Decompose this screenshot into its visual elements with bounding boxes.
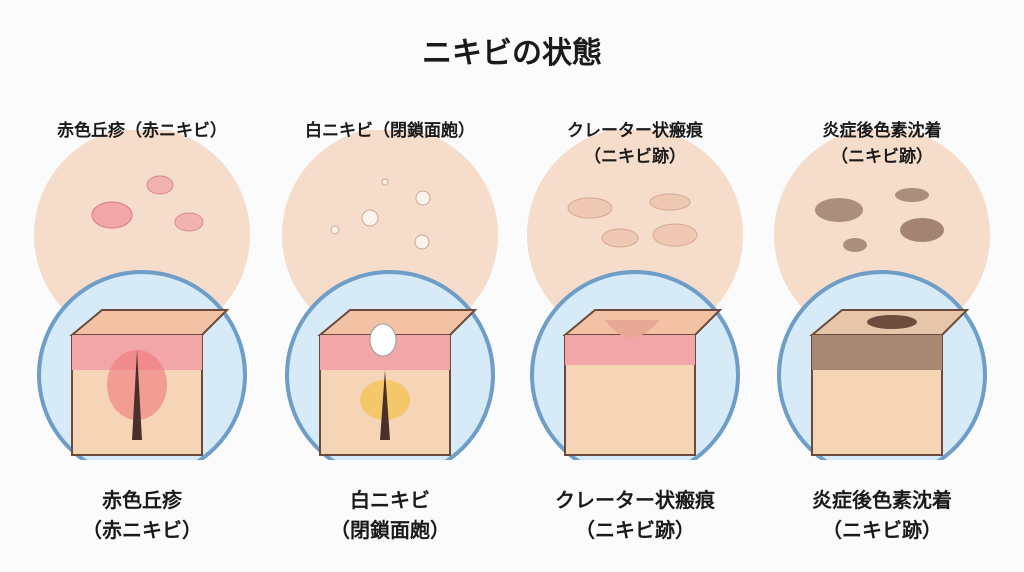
top-label: クレーター状瘢痕 （ニキビ跡） [510, 118, 760, 170]
bottom-label: クレーター状瘢痕 （ニキビ跡） [510, 485, 760, 545]
label-line: （ニキビ跡） [584, 147, 686, 167]
column-red-papule: 赤色丘疹（赤ニキビ） 赤色丘疹（赤ニキビ） [17, 0, 267, 572]
label-line: 赤色丘疹 [102, 488, 182, 512]
label-line: クレーター状瘢痕 [555, 488, 715, 512]
label-line: （ニキビ跡） [575, 518, 695, 542]
label-line: 白ニキビ（閉鎖面皰） [305, 121, 475, 141]
whitehead-illustration [282, 130, 498, 460]
label-line: 赤色丘疹（赤ニキビ） [57, 121, 227, 141]
pigmentation-illustration [774, 130, 990, 460]
label-line: クレーター状瘢痕 [567, 121, 703, 141]
column-whitehead: 白ニキビ（閉鎖面皰） 白ニキビ（閉鎖面皰） [265, 0, 515, 572]
red-papule-illustration [34, 130, 250, 460]
top-label: 赤色丘疹（赤ニキビ） [17, 118, 267, 144]
label-line: 炎症後色素沈着 [822, 121, 942, 141]
label-line: （閉鎖面皰） [330, 518, 450, 542]
column-pigmentation: 炎症後色素沈着 （ニキビ跡） 炎症後色素沈着 （ニキビ跡） [757, 0, 1007, 572]
column-crater-scar: クレーター状瘢痕 （ニキビ跡） クレーター状瘢痕 （ニキビ跡） [510, 0, 760, 572]
label-line: （ニキビ跡） [822, 518, 942, 542]
page-title: ニキビの状態 [422, 36, 602, 71]
label-line: 白ニキビ [350, 488, 430, 512]
crater-scar-illustration [527, 130, 743, 460]
bottom-label: 炎症後色素沈着 （ニキビ跡） [757, 485, 1007, 545]
top-label: 炎症後色素沈着 （ニキビ跡） [757, 118, 1007, 170]
label-line: 炎症後色素沈着 [812, 488, 952, 512]
label-line: （ニキビ跡） [831, 147, 933, 167]
label-line: （赤ニキビ） [82, 518, 202, 542]
top-label: 白ニキビ（閉鎖面皰） [265, 118, 515, 144]
bottom-label: 白ニキビ （閉鎖面皰） [265, 485, 515, 545]
bottom-label: 赤色丘疹 （赤ニキビ） [17, 485, 267, 545]
